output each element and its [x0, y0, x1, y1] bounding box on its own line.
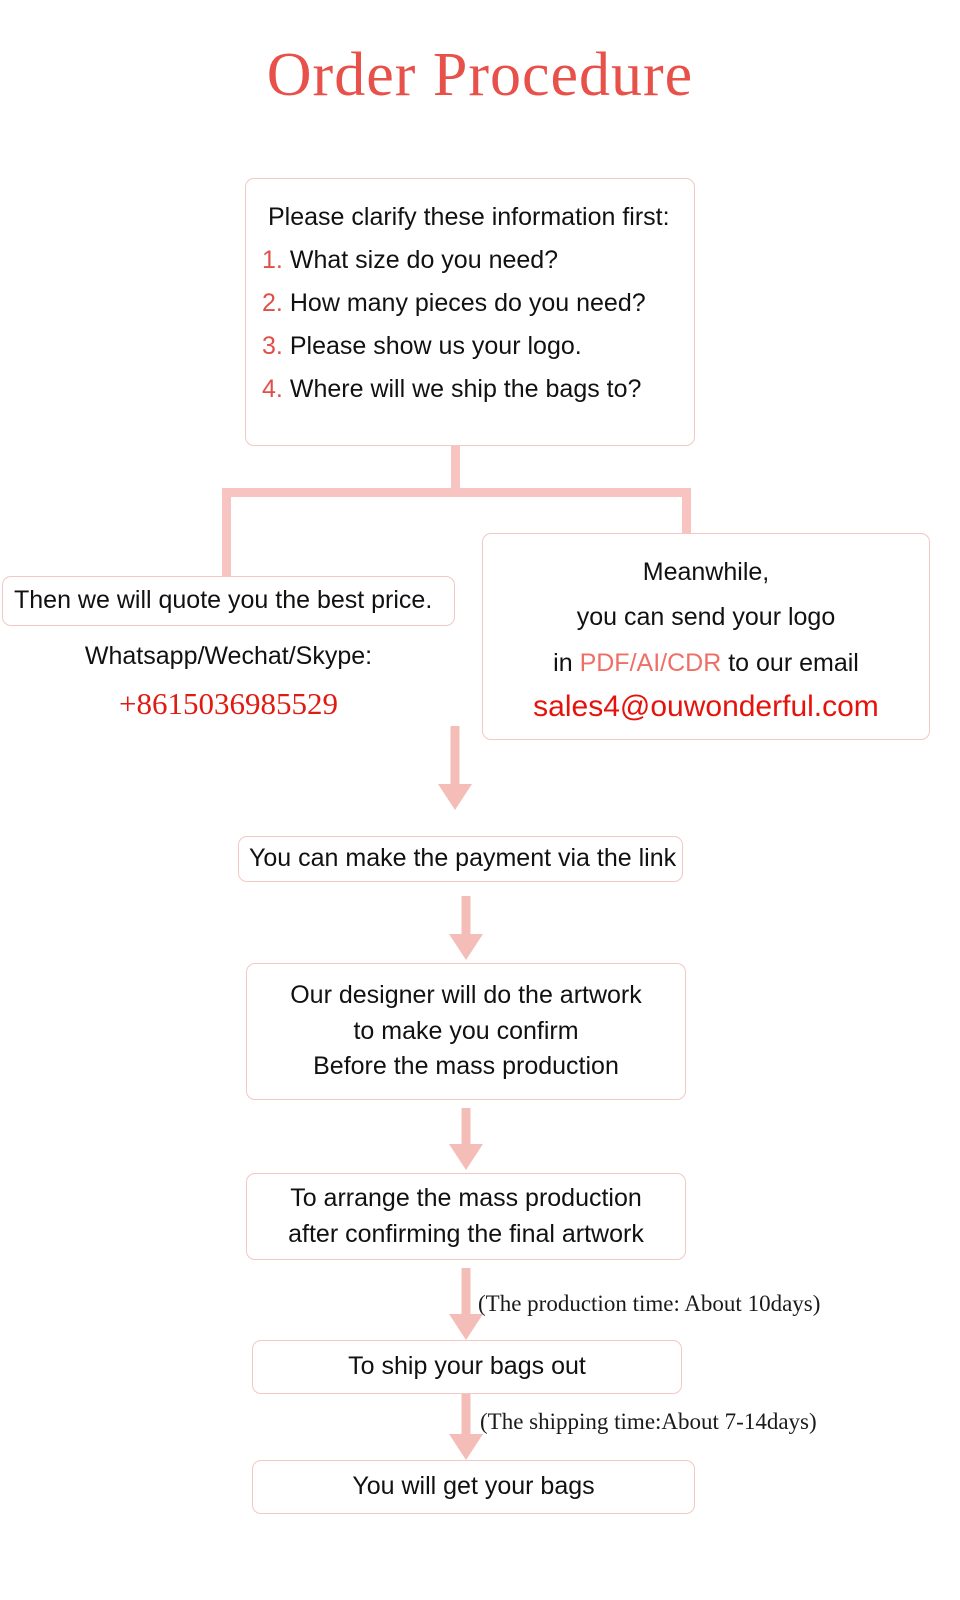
arrow-head	[449, 1434, 483, 1460]
arrow-shaft	[450, 726, 460, 784]
clarify-item-2: 2. How many pieces do you need?	[262, 279, 694, 322]
arrow-shaft	[461, 1268, 471, 1314]
page-title: Order Procedure	[266, 41, 694, 109]
arrow-shaft	[461, 896, 471, 934]
clarify-item-4-number: 4.	[262, 375, 283, 403]
clarify-item-2-number: 2.	[262, 289, 283, 317]
get-bags-box: You will get your bags	[252, 1460, 695, 1514]
mass-production-line-1: To arrange the mass production	[290, 1184, 642, 1212]
mass-production-box: To arrange the mass production after con…	[246, 1173, 686, 1260]
clarify-item-1: 1. What size do you need?	[262, 236, 694, 279]
clarify-item-1-label: What size do you need?	[289, 246, 559, 274]
connector-horizontal-bus	[222, 488, 691, 497]
quote-price-box: Then we will quote you the best price.	[2, 576, 455, 626]
clarify-item-2-label: How many pieces do you need?	[289, 289, 646, 317]
arrow-shaft	[461, 1394, 471, 1434]
mass-production-line-2: after confirming the final artwork	[288, 1219, 644, 1248]
send-logo-box: Meanwhile, you can send your logo in PDF…	[482, 533, 930, 740]
arrow-quote-to-payment	[437, 726, 473, 810]
connector-drop-right	[682, 493, 691, 537]
meanwhile-line-3: in PDF/AI/CDR to our email	[553, 641, 859, 687]
contact-block: Whatsapp/Wechat/Skype: +8615036985529	[2, 642, 455, 721]
designer-line-2: to make you confirm	[353, 1016, 579, 1045]
clarify-item-4-label: Where will we ship the bags to?	[289, 375, 642, 403]
clarify-item-3-label: Please show us your logo.	[289, 332, 582, 360]
clarify-item-3: 3. Please show us your logo.	[262, 322, 694, 365]
meanwhile-line-2: you can send your logo	[576, 603, 836, 632]
ship-bags-label: To ship your bags out	[348, 1352, 586, 1381]
arrow-head	[449, 1144, 483, 1170]
arrow-head	[449, 934, 483, 960]
file-formats-suffix: to our email	[721, 648, 859, 677]
arrow-payment-to-designer	[448, 896, 484, 960]
contact-phone-number[interactable]: +8615036985529	[119, 686, 338, 721]
contact-email-address[interactable]: sales4@ouwonderful.com	[533, 690, 879, 724]
clarify-item-3-number: 3.	[262, 332, 283, 360]
designer-artwork-box: Our designer will do the artwork to make…	[246, 963, 686, 1100]
arrow-ship-to-получение	[448, 1394, 484, 1460]
payment-link-label: You can make the payment via the link	[249, 844, 677, 873]
file-formats-prefix: in	[553, 648, 580, 677]
clarify-item-4: 4. Where will we ship the bags to?	[262, 365, 694, 408]
clarify-heading: Please clarify these information first:	[268, 203, 670, 231]
arrow-head	[438, 784, 472, 810]
designer-line-3: Before the mass production	[313, 1052, 619, 1081]
file-formats-label: PDF/AI/CDR	[579, 648, 722, 677]
arrow-designer-to-mass-production	[448, 1108, 484, 1170]
ship-bags-box: To ship your bags out	[252, 1340, 682, 1394]
connector-drop-left	[222, 493, 231, 579]
clarify-info-box: Please clarify these information first: …	[245, 178, 695, 446]
shipping-time-note: (The shipping time:About 7-14days)	[480, 1409, 817, 1434]
contact-channels-label: Whatsapp/Wechat/Skype:	[84, 642, 373, 670]
arrow-shaft	[461, 1108, 471, 1144]
production-time-note: (The production time: About 10days)	[478, 1291, 821, 1316]
arrow-mass-production-to-ship	[448, 1268, 484, 1340]
designer-line-1: Our designer will do the artwork	[290, 981, 642, 1010]
arrow-head	[449, 1314, 483, 1340]
clarify-item-1-number: 1.	[262, 246, 283, 274]
meanwhile-line-1: Meanwhile,	[642, 557, 770, 586]
quote-price-label: Then we will quote you the best price.	[14, 586, 433, 615]
connector-stem	[451, 446, 460, 491]
payment-link-box: You can make the payment via the link	[238, 836, 683, 882]
get-bags-label: You will get your bags	[352, 1472, 595, 1501]
